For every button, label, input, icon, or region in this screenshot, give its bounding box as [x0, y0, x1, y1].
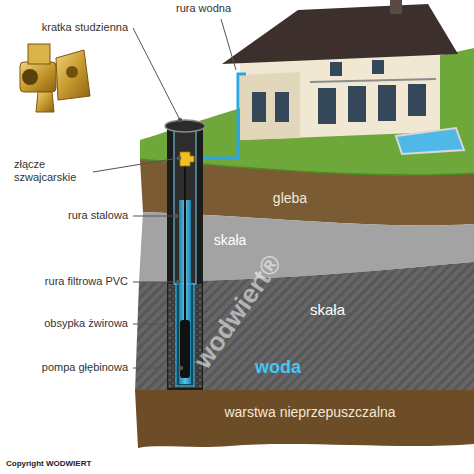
aquifer-layer-label: skała woda	[255, 295, 385, 387]
fitting-body	[20, 62, 56, 92]
leader-dot	[169, 322, 173, 326]
part-label: pompa głębinowa	[42, 361, 128, 374]
balcony-rail	[310, 79, 436, 82]
leader-line	[93, 158, 179, 172]
fitting-inset	[20, 44, 90, 112]
window	[252, 92, 266, 122]
part-label: rura stalowa	[68, 209, 128, 222]
window	[318, 88, 336, 124]
leader-line	[133, 368, 181, 369]
part-label: kratka studzienna	[42, 21, 128, 34]
house	[222, 0, 464, 154]
window	[330, 62, 342, 76]
leader-dot	[174, 214, 178, 218]
grass-surface	[140, 48, 474, 176]
impermeable-layer	[135, 390, 474, 448]
window	[348, 86, 366, 122]
window	[372, 60, 384, 74]
fitting-outlet	[36, 92, 54, 112]
pool	[396, 128, 464, 154]
leader-line	[221, 19, 236, 70]
well-grate	[165, 120, 205, 132]
window	[408, 84, 426, 116]
fitting-bore	[22, 69, 38, 85]
window	[378, 85, 396, 121]
layer-name: warstwa nieprzepuszczalna	[224, 404, 395, 420]
part-label: rura wodna	[176, 2, 231, 15]
part-label: rura filtrowa PVC	[45, 275, 128, 288]
house-roof	[222, 4, 458, 64]
swiss-connector	[180, 152, 194, 166]
leader-dot	[177, 156, 181, 160]
leader-line	[133, 28, 180, 120]
fitting-flange	[56, 50, 90, 100]
leader-dot	[176, 280, 180, 284]
fitting-hole	[66, 66, 78, 78]
leader-line	[133, 324, 171, 325]
layer-name: gleba	[273, 190, 307, 206]
leader-dot	[178, 118, 182, 122]
part-label: obsypka żwirowa	[44, 317, 128, 330]
copyright-note: Copyright WODWIERT	[6, 459, 91, 468]
leader-line	[133, 216, 176, 217]
impermeable-layer-label: warstwa nieprzepuszczalna	[165, 398, 455, 426]
chimney	[390, 0, 402, 14]
house-wing	[240, 72, 300, 140]
fitting-nut	[28, 44, 50, 64]
ground-section	[135, 48, 474, 448]
pump-riser	[184, 160, 186, 320]
pump	[180, 320, 190, 378]
rock-layer-label: skała	[195, 228, 265, 252]
layer-name: skała	[310, 301, 345, 318]
layer-name: skała	[214, 232, 247, 248]
part-label: złącze szwajcarskie	[14, 158, 90, 183]
water-label: woda	[255, 357, 301, 378]
house-wall	[240, 52, 440, 140]
leader-line	[133, 282, 178, 283]
soil-layer-label: gleba	[250, 186, 330, 210]
leader-dot	[179, 366, 183, 370]
window	[275, 92, 289, 122]
